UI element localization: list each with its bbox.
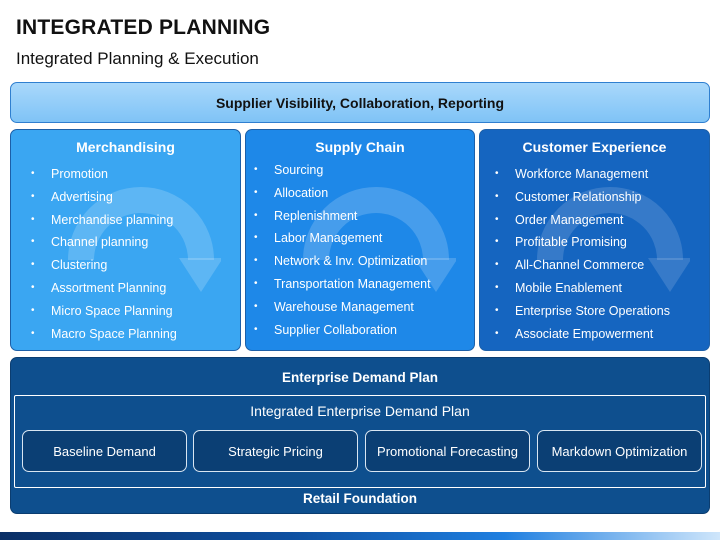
list-item: •Channel planning: [31, 235, 149, 250]
list-item: •Clustering: [31, 258, 108, 273]
inner-title: Integrated Enterprise Demand Plan: [250, 403, 470, 419]
page-title: INTEGRATED PLANNING: [16, 16, 271, 39]
curved-arrow-icon: [68, 187, 221, 292]
list-item: •Order Management: [495, 212, 624, 227]
column-heading: Merchandising: [76, 139, 175, 155]
markdown-optimization-box: Markdown Optimization: [537, 430, 702, 472]
bullet-icon: •: [254, 186, 258, 198]
bullet-icon: •: [31, 281, 35, 293]
promotional-forecasting-box: Promotional Forecasting: [365, 430, 530, 472]
list-item: •Transportation Management: [254, 276, 431, 291]
bullet-icon: •: [31, 304, 35, 316]
supplier-visibility-bar: Supplier Visibility, Collaboration, Repo…: [10, 82, 710, 123]
supplier-visibility-label: Supplier Visibility, Collaboration, Repo…: [215, 94, 505, 111]
list-item: •Profitable Promising: [495, 235, 627, 250]
list-item: •Supplier Collaboration: [254, 322, 397, 337]
item-list: •Workforce Management •Customer Relation…: [495, 167, 670, 349]
bullet-icon: •: [254, 255, 258, 267]
enterprise-demand-panel: Enterprise Demand Plan Integrated Enterp…: [10, 357, 710, 514]
list-item: •Labor Management: [254, 231, 383, 246]
bullet-icon: •: [254, 232, 258, 244]
list-item: •Replenishment: [254, 208, 358, 223]
list-item: •All-Channel Commerce: [495, 258, 645, 273]
list-item: •Merchandise planning: [31, 212, 174, 227]
list-item: •Promotion: [31, 167, 108, 181]
list-item: •Associate Empowerment: [495, 326, 654, 341]
bullet-icon: •: [31, 190, 35, 202]
panel-footer: Retail Foundation: [303, 491, 417, 506]
bullet-icon: •: [495, 281, 499, 293]
panel-heading: Enterprise Demand Plan: [281, 370, 439, 385]
list-item: •Workforce Management: [495, 167, 649, 181]
bullet-icon: •: [495, 236, 499, 248]
list-item: •Customer Relationship: [495, 189, 642, 204]
curved-arrow-icon: [537, 187, 690, 292]
bullet-icon: •: [254, 323, 258, 335]
curved-arrow-icon: [303, 187, 456, 292]
bullet-icon: •: [31, 236, 35, 248]
page-subtitle: Integrated Planning & Execution: [16, 49, 259, 68]
bullet-icon: •: [495, 213, 499, 225]
column-heading: Customer Experience: [522, 139, 667, 155]
bullet-icon: •: [31, 259, 35, 271]
list-item: •Assortment Planning: [31, 280, 167, 295]
list-item: •Enterprise Store Operations: [495, 303, 670, 318]
bullet-icon: •: [254, 277, 258, 289]
list-item: •Sourcing: [254, 163, 324, 177]
column-merchandising: Merchandising •Promotion •Advertising •M…: [10, 129, 241, 351]
list-item: •Macro Space Planning: [31, 326, 177, 341]
bullet-icon: •: [31, 168, 35, 179]
item-list: •Promotion •Advertising •Merchandise pla…: [31, 167, 177, 349]
bullet-icon: •: [254, 164, 258, 175]
bullet-icon: •: [495, 259, 499, 271]
strategic-pricing-box: Strategic Pricing: [193, 430, 358, 472]
bullet-icon: •: [495, 304, 499, 316]
bullet-icon: •: [254, 209, 258, 221]
column-supply-chain: Supply Chain •Sourcing •Allocation •Repl…: [245, 129, 475, 351]
list-item: •Network & Inv. Optimization: [254, 254, 428, 269]
column-customer-experience: Customer Experience •Workforce Managemen…: [479, 129, 710, 351]
integrated-demand-box: Integrated Enterprise Demand Plan Baseli…: [14, 395, 706, 488]
footer-strip: [0, 532, 720, 540]
list-item: •Micro Space Planning: [31, 303, 173, 318]
bullet-icon: •: [495, 190, 499, 202]
list-item: •Allocation: [254, 185, 329, 200]
bullet-icon: •: [495, 168, 499, 179]
bullet-icon: •: [495, 327, 499, 339]
list-item: •Warehouse Management: [254, 299, 414, 314]
list-item: •Advertising: [31, 189, 113, 204]
list-item: •Mobile Enablement: [495, 280, 623, 295]
bullet-icon: •: [31, 213, 35, 225]
baseline-demand-box: Baseline Demand: [22, 430, 187, 472]
bullet-icon: •: [254, 300, 258, 312]
item-list: •Sourcing •Allocation •Replenishment •La…: [254, 163, 431, 345]
column-heading: Supply Chain: [315, 139, 405, 155]
bullet-icon: •: [31, 327, 35, 339]
